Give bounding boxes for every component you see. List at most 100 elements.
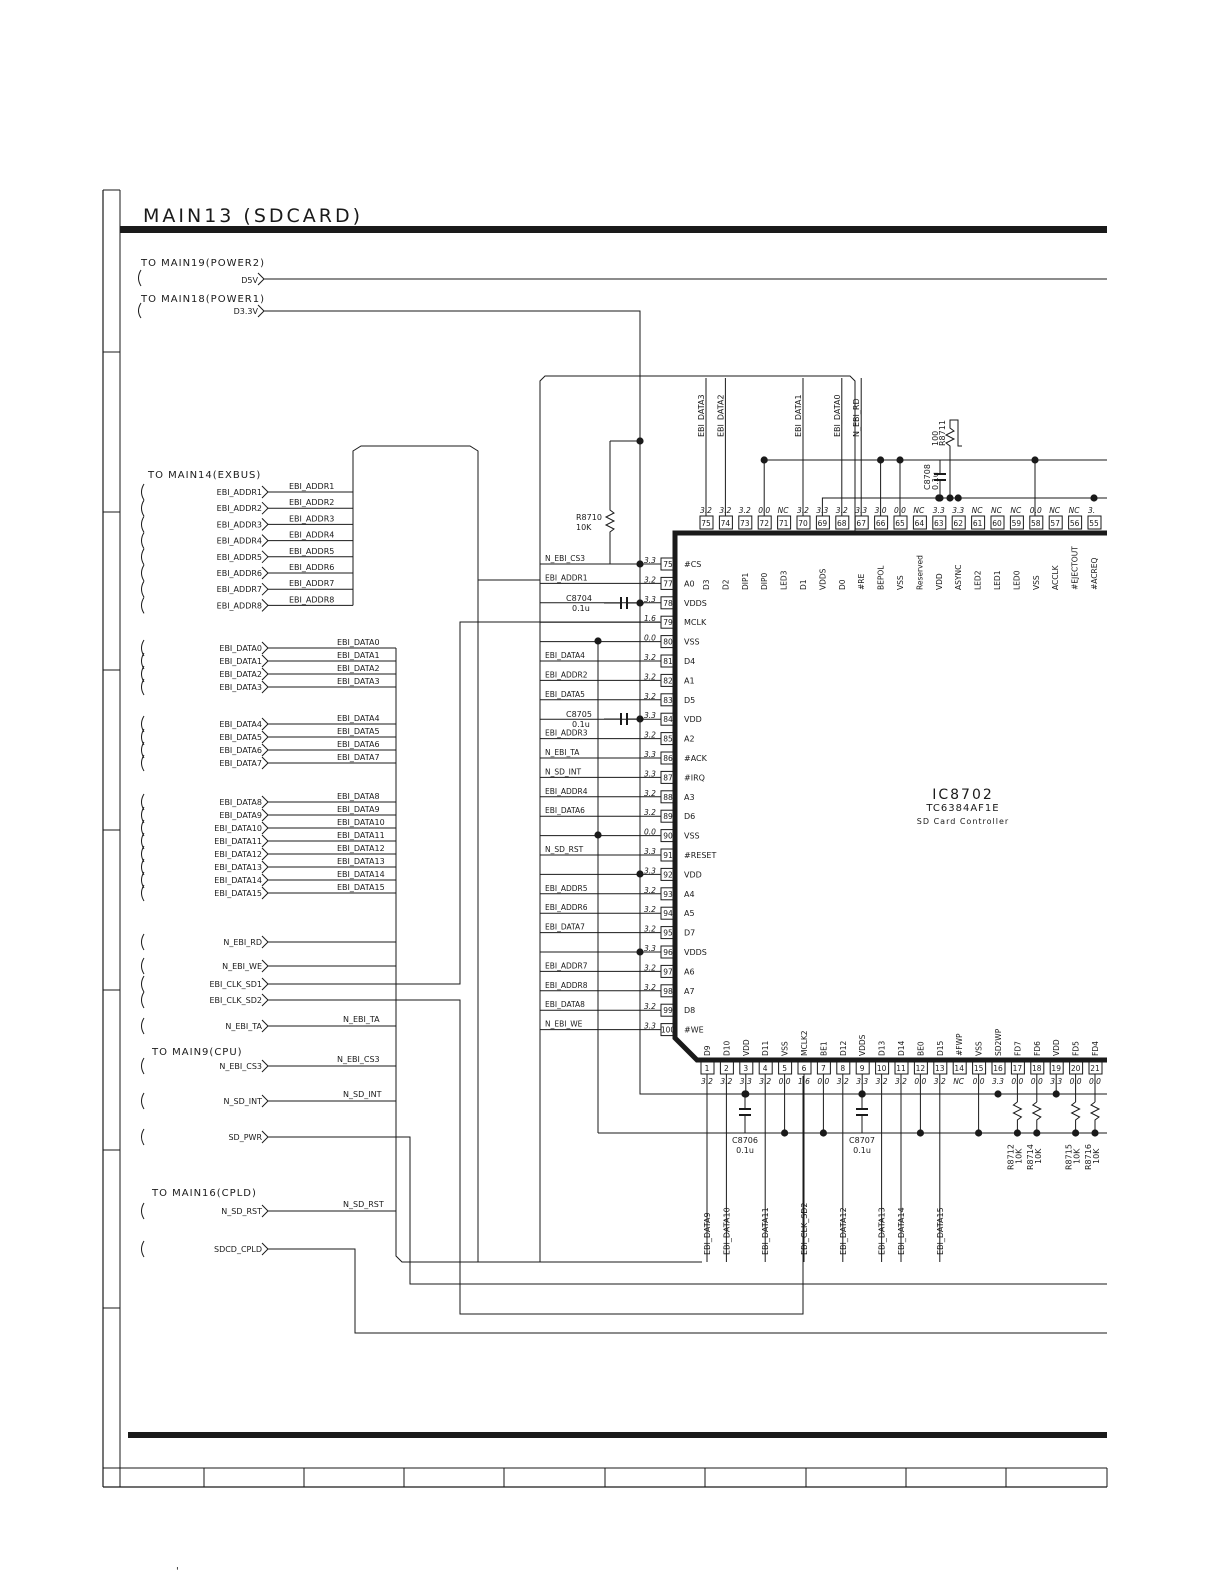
pin-name: D0 (838, 579, 847, 590)
pin-name: DIP1 (741, 572, 750, 590)
junction-dot (636, 437, 644, 445)
connector-hub (141, 564, 145, 582)
pin-box (1068, 515, 1083, 530)
pin-net-label: EBI_ADDR7 (545, 961, 588, 970)
pin-number: 68 (837, 519, 847, 528)
connector-hub (141, 1202, 145, 1220)
connector-arrow (261, 977, 269, 991)
ic-part: TC6384AF1E (925, 803, 999, 814)
pin-net-label: N_EBI_TA (545, 748, 580, 757)
pin-voltage: 3.3 (933, 506, 945, 515)
pin-box (893, 515, 908, 530)
junction-dot (741, 1090, 749, 1098)
pull-resistor-label: R8712 (1006, 1144, 1015, 1170)
ic-body (672, 530, 1107, 1063)
addr-net-label: EBI_ADDR5 (289, 547, 334, 556)
data-net-label: EBI_DATA11 (337, 831, 385, 840)
connector-arrow (261, 886, 269, 900)
pin-box (875, 1061, 890, 1075)
pin-net-label: EBI_DATA8 (545, 1000, 585, 1009)
data-source-label: EBI_DATA13 (214, 863, 262, 872)
pin-name: VSS (975, 1041, 984, 1056)
r8711-value: 100 (931, 431, 940, 446)
ctrl-source-label: EBI_CLK_SD2 (209, 996, 262, 1005)
pin-name: A1 (684, 676, 695, 685)
pin-voltage: 0.0 (644, 828, 656, 837)
connector-arrow (261, 743, 269, 757)
pin-box (971, 515, 986, 530)
pin-voltage: 3.2 (644, 575, 656, 584)
pin-name: LED0 (1012, 570, 1021, 590)
pin-name: VSS (684, 832, 700, 841)
pin-net-label: EBI_DATA12 (839, 1207, 848, 1255)
pin-number: 6 (802, 1064, 807, 1073)
pin-voltage: 3.3 (644, 711, 656, 720)
pin-name: FD6 (1033, 1041, 1042, 1056)
data-net-label: EBI_DATA15 (337, 883, 385, 892)
junction-dot (858, 1090, 866, 1098)
junction-dot (1072, 1129, 1080, 1137)
junction-dot (1033, 1129, 1041, 1137)
pin-box (797, 1061, 812, 1075)
pin-name: VDDS (684, 948, 707, 957)
title-bar-top (120, 226, 1107, 233)
pin-voltage: 3.2 (739, 506, 751, 515)
pin-number: 96 (663, 948, 673, 957)
pin-voltage: 3.3 (855, 506, 867, 515)
pin-name: VDD (1052, 1039, 1061, 1056)
pin-name: D9 (703, 1045, 712, 1056)
pin-number: 56 (1070, 519, 1080, 528)
pin-box (836, 1061, 851, 1075)
connector-hub (141, 597, 145, 614)
top-vdd2-rail (821, 497, 1107, 516)
data-net-label: EBI_DATA1 (337, 651, 380, 660)
pin-box (738, 515, 753, 530)
pin-box (718, 515, 733, 530)
pin-voltage: 3.2 (759, 1077, 771, 1086)
pin-voltage: 3.2 (644, 808, 656, 817)
pin-net-label: EBI_DATA6 (545, 806, 585, 815)
pin-box (913, 1061, 928, 1075)
left-signal-group: TO MAIN14(EXBUS)EBI_ADDR1EBI_ADDR1EBI_AD… (141, 470, 396, 1258)
data-source-label: EBI_DATA2 (219, 670, 262, 679)
connector-arrow (261, 993, 269, 1007)
junction-dot (1091, 1129, 1099, 1137)
pin-voltage: NC (778, 506, 790, 515)
pin-number: 63 (934, 519, 944, 528)
pin-box (660, 576, 676, 590)
data-source-label: EBI_DATA5 (219, 733, 262, 742)
data-net-label: EBI_DATA7 (337, 753, 380, 762)
junction-dot (636, 870, 644, 878)
pin-voltage: NC (972, 506, 984, 515)
pin-box (932, 515, 947, 530)
connector-hub (141, 532, 145, 549)
pin-voltage: 3.2 (720, 1077, 732, 1086)
pin-voltage: 3.2 (644, 672, 656, 681)
passive-components: R871010KC87040.1uC87050.1uC87060.1uC8707… (566, 419, 1101, 1170)
data-net-label: EBI_DATA6 (337, 740, 380, 749)
pin-voltage: 3.3 (856, 1077, 868, 1086)
pin-box (1049, 1061, 1064, 1075)
pin-number: 17 (1013, 1064, 1023, 1073)
junction-dot (1052, 1090, 1060, 1098)
pin-voltage: 0.0 (779, 1077, 791, 1086)
pin-voltage: 3.2 (644, 692, 656, 701)
connector-hub (141, 483, 145, 501)
pin-net-label: EBI_DATA2 (716, 394, 725, 437)
ic-ref: IC8702 (932, 787, 994, 803)
pin-box (894, 1061, 909, 1075)
pin-number: 61 (973, 519, 983, 528)
pin-box (660, 964, 676, 978)
pin-net-label: N_SD_RST (545, 845, 584, 854)
addr-source-label: EBI_ADDR2 (217, 504, 262, 513)
pin-name: SD2WP (994, 1028, 1003, 1056)
data-net-label: EBI_DATA10 (337, 818, 385, 827)
pin-name: D5 (684, 696, 695, 705)
pin-name: LED2 (974, 570, 983, 590)
pin-name: #EJECTOUT (1071, 546, 1080, 590)
pin-voltage: 3.2 (837, 1077, 849, 1086)
connector-arrow (261, 821, 269, 835)
left-net-frame (539, 375, 856, 1262)
cpu-header: TO MAIN9(CPU) (151, 1047, 243, 1058)
power-section: TO MAIN19(POWER2) D5V TO MAIN18(POWER1) … (138, 258, 1107, 1095)
